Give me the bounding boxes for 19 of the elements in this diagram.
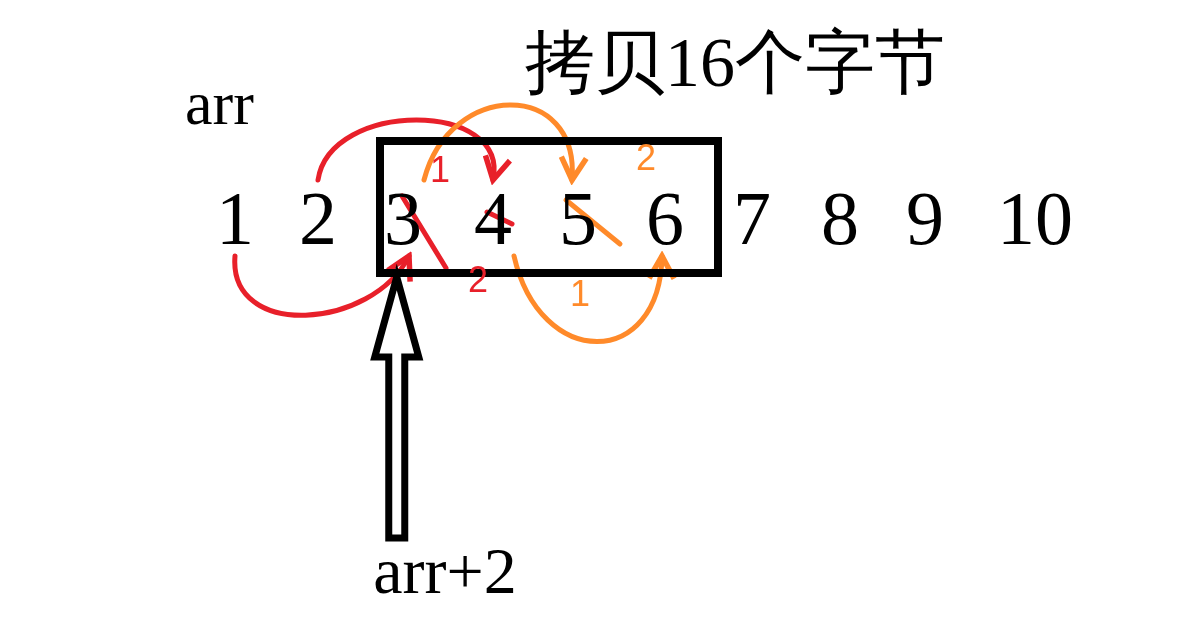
curved-arrow <box>511 253 675 344</box>
step-number: 1 <box>430 152 451 188</box>
array-element: 7 <box>722 180 782 256</box>
array-element: 8 <box>810 180 870 256</box>
array-element: 6 <box>635 180 695 256</box>
step-number: 2 <box>636 140 657 176</box>
array-element: 1 <box>205 180 265 256</box>
curved-arrow <box>421 102 587 183</box>
pointer-label: arr+2 <box>330 538 560 604</box>
curved-arrow <box>315 117 509 183</box>
array-element: 10 <box>985 180 1085 256</box>
block-arrow <box>370 263 424 542</box>
array-name-label: arr <box>185 72 254 134</box>
step-number: 1 <box>570 276 591 312</box>
array-element: 3 <box>373 180 433 256</box>
array-element: 9 <box>895 180 955 256</box>
curved-arrow <box>232 253 412 318</box>
array-element: 2 <box>288 180 348 256</box>
note-text: 拷贝16个字节 <box>525 28 945 98</box>
